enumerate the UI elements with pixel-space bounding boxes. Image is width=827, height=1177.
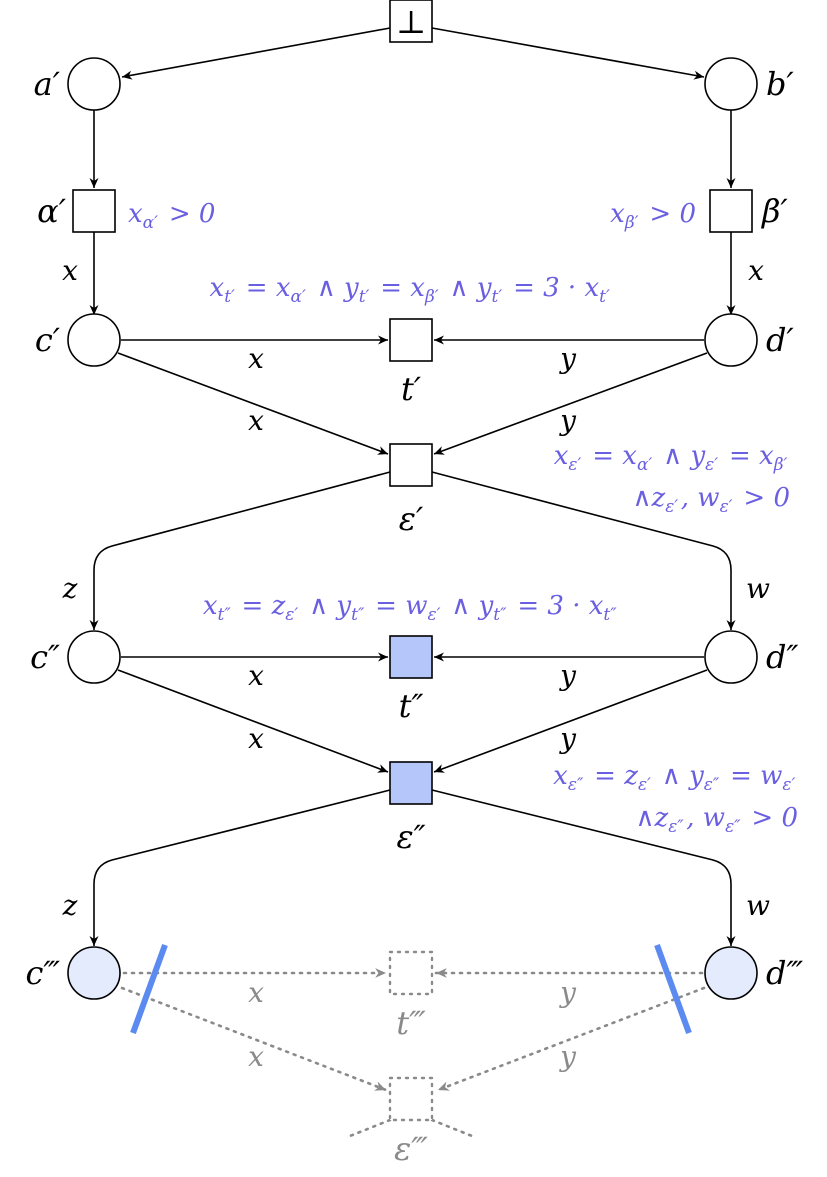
guard-t2: xt″ = zε′ ∧ yt″ = wε′ ∧ yt″ = 3 · xt″ xyxy=(203,591,619,625)
label-eps3: ε‴ xyxy=(394,1130,428,1168)
weight-eps1-c2: z xyxy=(62,572,78,605)
guard-alpha1: xα′ > 0 xyxy=(128,199,215,233)
guard-beta1: xβ′ > 0 xyxy=(610,199,696,233)
label-d2: d″ xyxy=(766,638,798,676)
guard-annotations: xα′ > 0 xβ′ > 0 xt′ = xα′ ∧ yt′ = xβ′ ∧ … xyxy=(128,199,798,837)
cut-mark-left xyxy=(130,943,168,1035)
arc-eps2-d3 xyxy=(431,789,736,946)
label-eps2: ε″ xyxy=(396,818,425,856)
weight-d3-eps3: y xyxy=(558,1040,577,1073)
label-b1: b′ xyxy=(766,65,794,103)
arc-c1-eps1 xyxy=(117,352,389,455)
weight-d1-eps1: y xyxy=(558,404,577,437)
place-c2 xyxy=(67,630,121,684)
place-a1 xyxy=(67,57,121,111)
arc-bottom-b1 xyxy=(431,27,705,80)
transition-beta1 xyxy=(709,189,753,233)
label-a1: a′ xyxy=(34,65,61,103)
arc-eps3-out-right xyxy=(430,1118,474,1138)
label-bottom: ⊥ xyxy=(396,3,426,41)
weight-d1-t1: y xyxy=(558,342,577,375)
arc-d3-eps3 xyxy=(436,986,706,1092)
guard-eps1-line2: ∧zε′ , wε′ > 0 xyxy=(632,483,790,517)
place-d2 xyxy=(704,630,758,684)
guard-eps2-line1: xε″ = zε′ ∧ yε″ = wε′ xyxy=(553,761,798,795)
arc-d2-eps2 xyxy=(433,669,708,773)
weight-eps2-c3: z xyxy=(62,889,78,922)
weight-eps2-d3: w xyxy=(746,889,770,922)
weight-c1-eps1: x xyxy=(248,404,264,437)
arc-c2-eps2 xyxy=(117,669,389,773)
label-beta1: β′ xyxy=(761,192,789,230)
guard-eps2-line2: ∧zε″ , wε″ > 0 xyxy=(635,803,798,837)
guard-t1: xt′ = xα′ ∧ yt′ = xβ′ ∧ yt′ = 3 · xt′ xyxy=(210,273,613,307)
label-t2: t″ xyxy=(399,687,424,725)
label-d1: d′ xyxy=(766,321,794,359)
label-c3: c‴ xyxy=(25,954,60,992)
guard-eps1-line1: xε′ = xα′ ∧ yε′ = xβ′ xyxy=(554,441,790,475)
transition-eps3 xyxy=(388,1076,434,1122)
arc-labels: x x x y x y z w x y x y z w x y x y xyxy=(62,254,770,1073)
weight-d2-eps2: y xyxy=(558,722,577,755)
label-eps1: ε′ xyxy=(399,500,424,538)
transition-t3 xyxy=(388,950,434,996)
label-alpha1: α′ xyxy=(37,192,67,230)
weight-eps1-d2: w xyxy=(746,572,770,605)
weight-beta1-d1: x xyxy=(748,254,764,287)
weight-c2-eps2: x xyxy=(248,722,264,755)
label-c2: c″ xyxy=(30,638,60,676)
weight-d2-t2: y xyxy=(558,659,577,692)
label-t3: t‴ xyxy=(396,1004,426,1042)
arc-eps1-c2 xyxy=(89,471,391,630)
place-c3 xyxy=(67,946,121,1000)
weight-c3-eps3: x xyxy=(248,1040,264,1073)
arc-eps3-out-left xyxy=(348,1118,392,1138)
transition-eps2 xyxy=(389,761,433,805)
transition-t2 xyxy=(389,635,433,679)
transition-bottom xyxy=(389,0,433,43)
transition-t1 xyxy=(389,318,433,362)
arcs xyxy=(89,27,736,1138)
arc-eps1-d2 xyxy=(431,471,736,630)
place-d3 xyxy=(704,946,758,1000)
place-c1 xyxy=(67,313,121,367)
place-d1 xyxy=(704,313,758,367)
weight-c3-t3: x xyxy=(248,976,264,1009)
transitions xyxy=(72,0,753,1122)
arc-c3-eps3 xyxy=(120,986,388,1092)
weight-c2-t2: x xyxy=(248,659,264,692)
weight-alpha1-c1: x xyxy=(62,254,78,287)
label-c1: c′ xyxy=(35,321,61,359)
arc-d1-eps1 xyxy=(433,352,708,455)
places xyxy=(67,57,758,1000)
arc-eps2-c3 xyxy=(89,789,391,946)
cut-mark-right xyxy=(654,943,692,1035)
transition-eps1 xyxy=(389,443,433,487)
label-t1: t′ xyxy=(401,370,422,408)
weight-c1-t1: x xyxy=(248,342,264,375)
arc-bottom-a1 xyxy=(121,27,391,80)
transition-alpha1 xyxy=(72,189,116,233)
place-b1 xyxy=(704,57,758,111)
node-labels: ⊥ a′ b′ α′ β′ c′ d′ t′ ε′ c″ d″ t″ ε″ c‴… xyxy=(25,3,803,1168)
weight-d3-t3: y xyxy=(558,976,577,1009)
label-d3: d‴ xyxy=(766,954,803,992)
